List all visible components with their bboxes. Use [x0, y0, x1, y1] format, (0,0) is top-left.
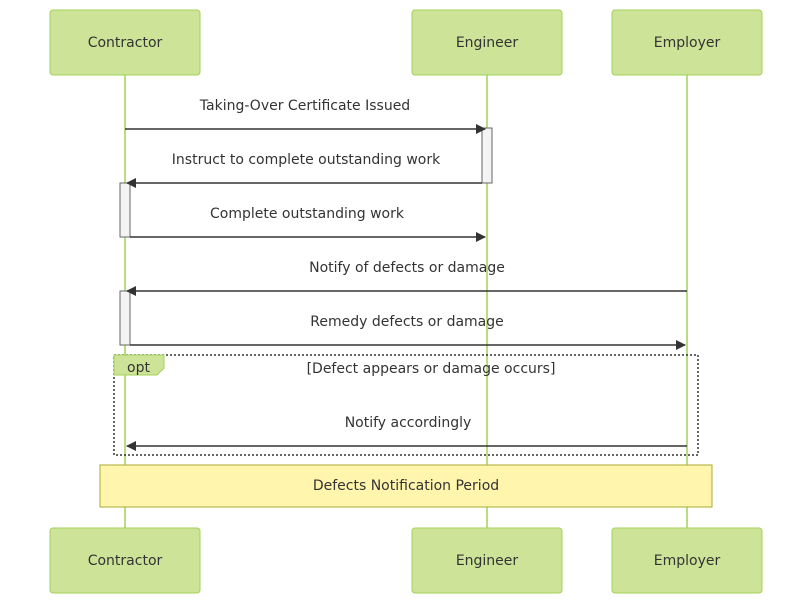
message-label: Taking-Over Certificate Issued	[199, 98, 410, 114]
actor-label: Employer	[654, 35, 721, 51]
message-remedy-defects: Remedy defects or damage	[130, 314, 686, 350]
actor-label: Contractor	[88, 35, 163, 51]
opt-block: opt [Defect appears or damage occurs]	[113, 354, 699, 456]
actor-contractor-bottom: Contractor	[49, 527, 201, 594]
actor-contractor-top: Contractor	[49, 9, 201, 76]
actor-employer-top: Employer	[611, 9, 763, 76]
actor-label: Contractor	[88, 553, 163, 569]
note-label: Defects Notification Period	[313, 478, 499, 494]
message-instruct-complete-work: Instruct to complete outstanding work	[126, 152, 482, 188]
message-notify-defects: Notify of defects or damage	[126, 260, 687, 296]
actor-engineer-top: Engineer	[411, 9, 563, 76]
message-label: Remedy defects or damage	[310, 314, 504, 330]
activation-contractor-1	[119, 182, 131, 238]
activation-contractor-2	[119, 290, 131, 346]
message-complete-outstanding-work: Complete outstanding work	[130, 206, 486, 242]
actor-label: Engineer	[456, 553, 519, 569]
message-notify-accordingly: Notify accordingly	[126, 415, 687, 451]
actor-label: Employer	[654, 553, 721, 569]
message-label: Notify of defects or damage	[309, 260, 505, 276]
message-label: Complete outstanding work	[210, 206, 405, 222]
message-label: Instruct to complete outstanding work	[172, 152, 441, 168]
message-label: Notify accordingly	[345, 415, 472, 431]
actor-employer-bottom: Employer	[611, 527, 763, 594]
actor-label: Engineer	[456, 35, 519, 51]
opt-tag-label: opt	[127, 360, 150, 376]
message-taking-over-certificate: Taking-Over Certificate Issued	[125, 98, 486, 134]
actor-engineer-bottom: Engineer	[411, 527, 563, 594]
note-defects-notification-period: Defects Notification Period	[99, 464, 713, 508]
activation-engineer	[481, 127, 493, 184]
opt-condition: [Defect appears or damage occurs]	[307, 361, 556, 377]
